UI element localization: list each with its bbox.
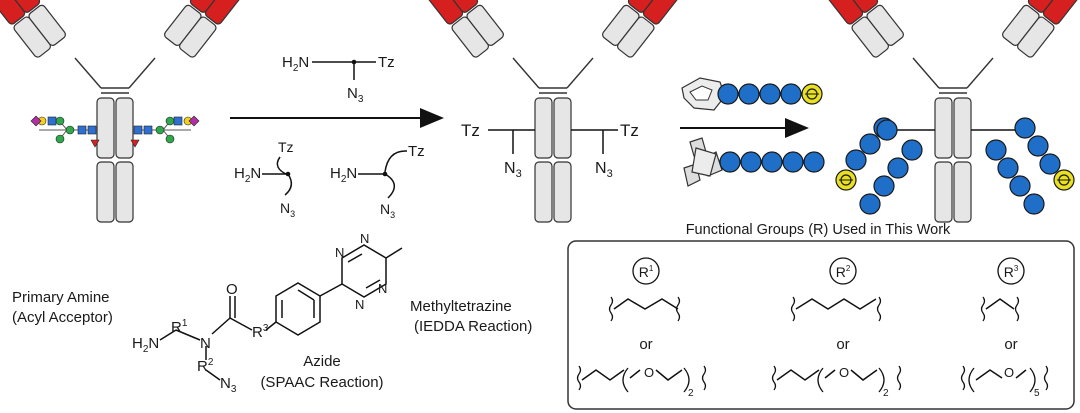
amine-title: Primary Amine (12, 289, 110, 306)
reagent-linear: H2N Tz N3 (282, 54, 395, 105)
functional-groups-box (567, 240, 1075, 410)
svg-text:N3: N3 (347, 85, 364, 105)
dbco-bead-reagent (683, 137, 825, 187)
svg-text:R3: R3 (1004, 264, 1019, 280)
azide-label-left: N3 (504, 160, 522, 180)
svg-text:H2N: H2N (330, 165, 357, 185)
svg-text:N: N (200, 335, 211, 352)
reagent-branched-b: Tz H2N N3 (330, 143, 425, 220)
svg-text:N: N (355, 297, 364, 312)
svg-text:H2N: H2N (132, 335, 159, 355)
svg-text:O: O (226, 281, 238, 298)
functional-groups-title: Functional Groups (R) Used in This Work (686, 222, 951, 238)
bead-chains-left (835, 117, 923, 215)
bead-chains-right (985, 117, 1075, 215)
tco-bead-reagent (681, 77, 823, 111)
tetrazine-subtitle: (IEDDA Reaction) (414, 318, 532, 335)
azide-title: Azide (303, 353, 341, 370)
svg-text:R2: R2 (197, 357, 214, 375)
tz-label-right: Tz (620, 121, 639, 140)
azide-subtitle: (SPAAC Reaction) (260, 374, 383, 391)
svg-text:N3: N3 (380, 201, 395, 220)
svg-text:or: or (1004, 336, 1017, 353)
svg-text:N3: N3 (280, 200, 295, 219)
svg-text:Tz: Tz (408, 143, 425, 160)
svg-text:Tz: Tz (278, 139, 294, 155)
linker-structure (159, 244, 403, 381)
linker-atoms: H2N R1 N O R3 R2 N3 N N N N (132, 231, 387, 395)
svg-text:N: N (378, 281, 387, 296)
svg-text:O: O (1004, 365, 1014, 380)
svg-text:R3: R3 (252, 323, 269, 341)
svg-text:N: N (360, 231, 369, 246)
svg-text:R1: R1 (639, 264, 654, 280)
tetrazine-title: Methyltetrazine (410, 298, 512, 315)
glycan-left (30, 115, 100, 148)
reagent-branched-a: Tz H2N N3 (234, 139, 295, 219)
svg-text:O: O (839, 365, 849, 380)
r3-column: R3 or O 5 (960, 257, 1049, 399)
svg-text:O: O (644, 365, 654, 380)
r1-column: R1 or O 2 (576, 257, 707, 399)
svg-text:or: or (836, 336, 849, 353)
svg-text:or: or (639, 336, 652, 353)
amine-subtitle: (Acyl Acceptor) (12, 309, 113, 326)
svg-text:5: 5 (1034, 388, 1040, 399)
svg-text:H2N: H2N (234, 165, 261, 185)
glycan-right (130, 115, 200, 148)
r2-column: R2 or O 2 (771, 257, 902, 399)
svg-text:R1: R1 (171, 318, 188, 336)
conjugated-antibody (823, 0, 1080, 223)
svg-text:2: 2 (688, 388, 694, 399)
tz-label-left: Tz (461, 121, 480, 140)
svg-text:H2N: H2N (282, 54, 309, 74)
native-antibody (0, 0, 245, 223)
svg-text:N: N (335, 245, 344, 260)
svg-text:N3: N3 (220, 375, 237, 395)
azide-label-right: N3 (595, 160, 613, 180)
svg-text:Tz: Tz (378, 54, 395, 71)
svg-text:R2: R2 (836, 264, 851, 280)
functionalized-antibody (423, 0, 683, 223)
svg-text:2: 2 (883, 388, 889, 399)
